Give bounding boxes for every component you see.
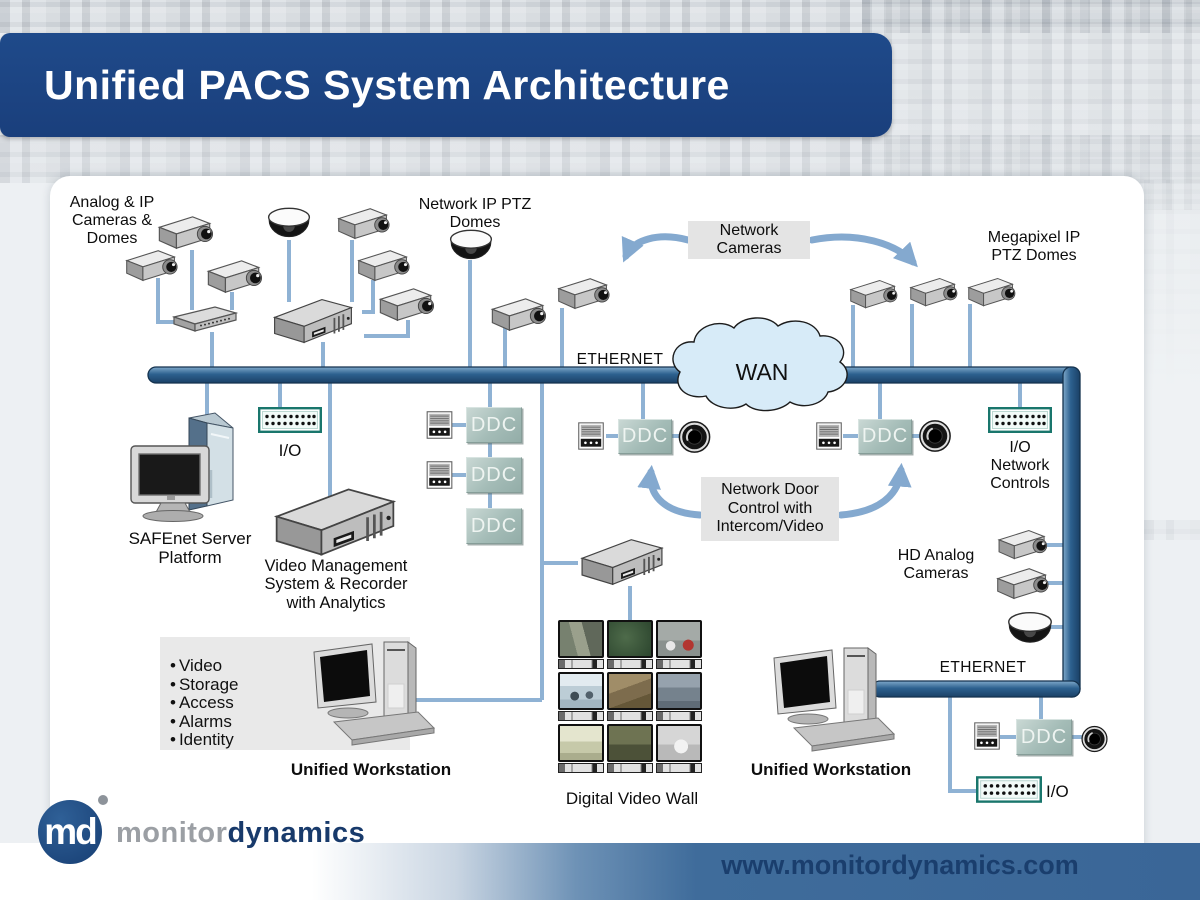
- box-camera-icon: [994, 528, 1050, 562]
- box-camera-icon: [122, 248, 180, 284]
- network-cameras-callout: Network Cameras: [688, 221, 810, 259]
- logo-text-monitor: monitor: [116, 817, 228, 849]
- video-wall-monitor: [558, 672, 604, 721]
- video-management-recorder-icon: [260, 484, 410, 560]
- box-camera-icon: [964, 276, 1018, 309]
- dome-camera-icon: [1006, 610, 1054, 646]
- md-logo-icon: md: [38, 800, 102, 864]
- workstation-computer-icon: [766, 642, 898, 756]
- intercom-icon: [916, 419, 954, 453]
- feature-item: Identity: [170, 730, 410, 750]
- video-wall-monitor: [607, 620, 653, 669]
- card-reader-icon: [974, 721, 1000, 751]
- card-reader-icon: [426, 461, 453, 489]
- logo-text-dynamics: dynamics: [227, 817, 366, 849]
- label-io-left: I/O: [278, 441, 302, 460]
- label-megapixel: Megapixel IP PTZ Domes: [987, 229, 1081, 264]
- intercom-icon: [1079, 725, 1110, 753]
- feature-item: Storage: [170, 675, 410, 695]
- ddc-box: DDC: [1016, 719, 1072, 755]
- network-switch-icon: [170, 304, 240, 334]
- video-wall-monitor: [607, 724, 653, 773]
- ddc-box: DDC: [466, 457, 522, 493]
- label-unified-workstation-right: Unified Workstation: [750, 760, 912, 779]
- title-bar: Unified PACS System Architecture: [0, 33, 892, 137]
- label-analog-cameras: Analog & IP Cameras & Domes: [69, 194, 155, 247]
- ddc-box: DDC: [858, 419, 912, 454]
- logo-dot-icon: [98, 795, 108, 805]
- footer-bar: [0, 843, 1200, 900]
- page-title: Unified PACS System Architecture: [44, 61, 730, 108]
- box-camera-icon: [488, 296, 548, 334]
- label-io-network-controls: I/O Network Controls: [990, 439, 1050, 492]
- dome-camera-icon: [266, 206, 312, 240]
- background-city-top-strip: [0, 0, 1200, 33]
- box-camera-icon: [377, 286, 435, 324]
- label-safenet: SAFEnet Server Platform: [128, 529, 252, 568]
- box-camera-icon: [355, 248, 411, 284]
- label-ethernet-top: ETHERNET: [576, 351, 664, 368]
- box-camera-icon: [205, 258, 263, 296]
- video-wall-recorder-icon: [572, 536, 672, 588]
- video-wall-monitor: [558, 620, 604, 669]
- box-camera-icon: [906, 276, 960, 309]
- feature-list: Video Storage Access Alarms Identity: [160, 637, 410, 750]
- video-wall-monitor: [656, 724, 702, 773]
- label-io-bottom: I/O: [1046, 782, 1069, 801]
- label-ethernet-right: ETHERNET: [939, 659, 1027, 676]
- box-camera-icon: [846, 278, 900, 311]
- door-control-callout: Network Door Control with Intercom/Video: [701, 477, 839, 541]
- label-network-ptz-domes: Network IP PTZ Domes: [418, 196, 532, 231]
- label-hd-analog: HD Analog Cameras: [897, 547, 975, 582]
- card-reader-icon: [426, 411, 453, 439]
- io-terminal-icon: [258, 406, 322, 434]
- video-encoder-icon: [264, 296, 362, 346]
- feature-item: Video: [170, 656, 410, 676]
- intercom-icon: [676, 420, 713, 454]
- ddc-box: DDC: [618, 419, 672, 454]
- box-camera-icon: [994, 566, 1050, 602]
- video-wall-monitor: [656, 672, 702, 721]
- label-unified-workstation-left: Unified Workstation: [290, 760, 452, 779]
- io-terminal-icon: [976, 776, 1042, 803]
- box-camera-icon: [556, 276, 610, 312]
- video-wall-monitor: [656, 620, 702, 669]
- server-computer-icon: [126, 410, 246, 524]
- card-reader-icon: [578, 421, 604, 451]
- video-wall-monitor: [607, 672, 653, 721]
- feature-item: Alarms: [170, 712, 410, 732]
- ddc-box: DDC: [466, 407, 522, 443]
- label-vms: Video Management System & Recorder with …: [264, 557, 408, 612]
- label-digital-video-wall: Digital Video Wall: [565, 789, 699, 808]
- feature-item: Access: [170, 693, 410, 713]
- ptz-dome-camera-icon: [448, 228, 494, 262]
- workstation-computer-icon: [306, 636, 438, 750]
- io-terminal-icon: [988, 406, 1052, 434]
- box-camera-icon: [336, 206, 390, 242]
- video-wall-monitor: [558, 724, 604, 773]
- ddc-box: DDC: [466, 508, 522, 544]
- logo-wordmark: monitordynamics: [116, 817, 365, 850]
- wan-label: WAN: [735, 359, 789, 385]
- card-reader-icon: [816, 421, 842, 451]
- website-url: www.monitordynamics.com: [721, 850, 1079, 880]
- monitordynamics-logo: md monitordynamics: [36, 795, 366, 875]
